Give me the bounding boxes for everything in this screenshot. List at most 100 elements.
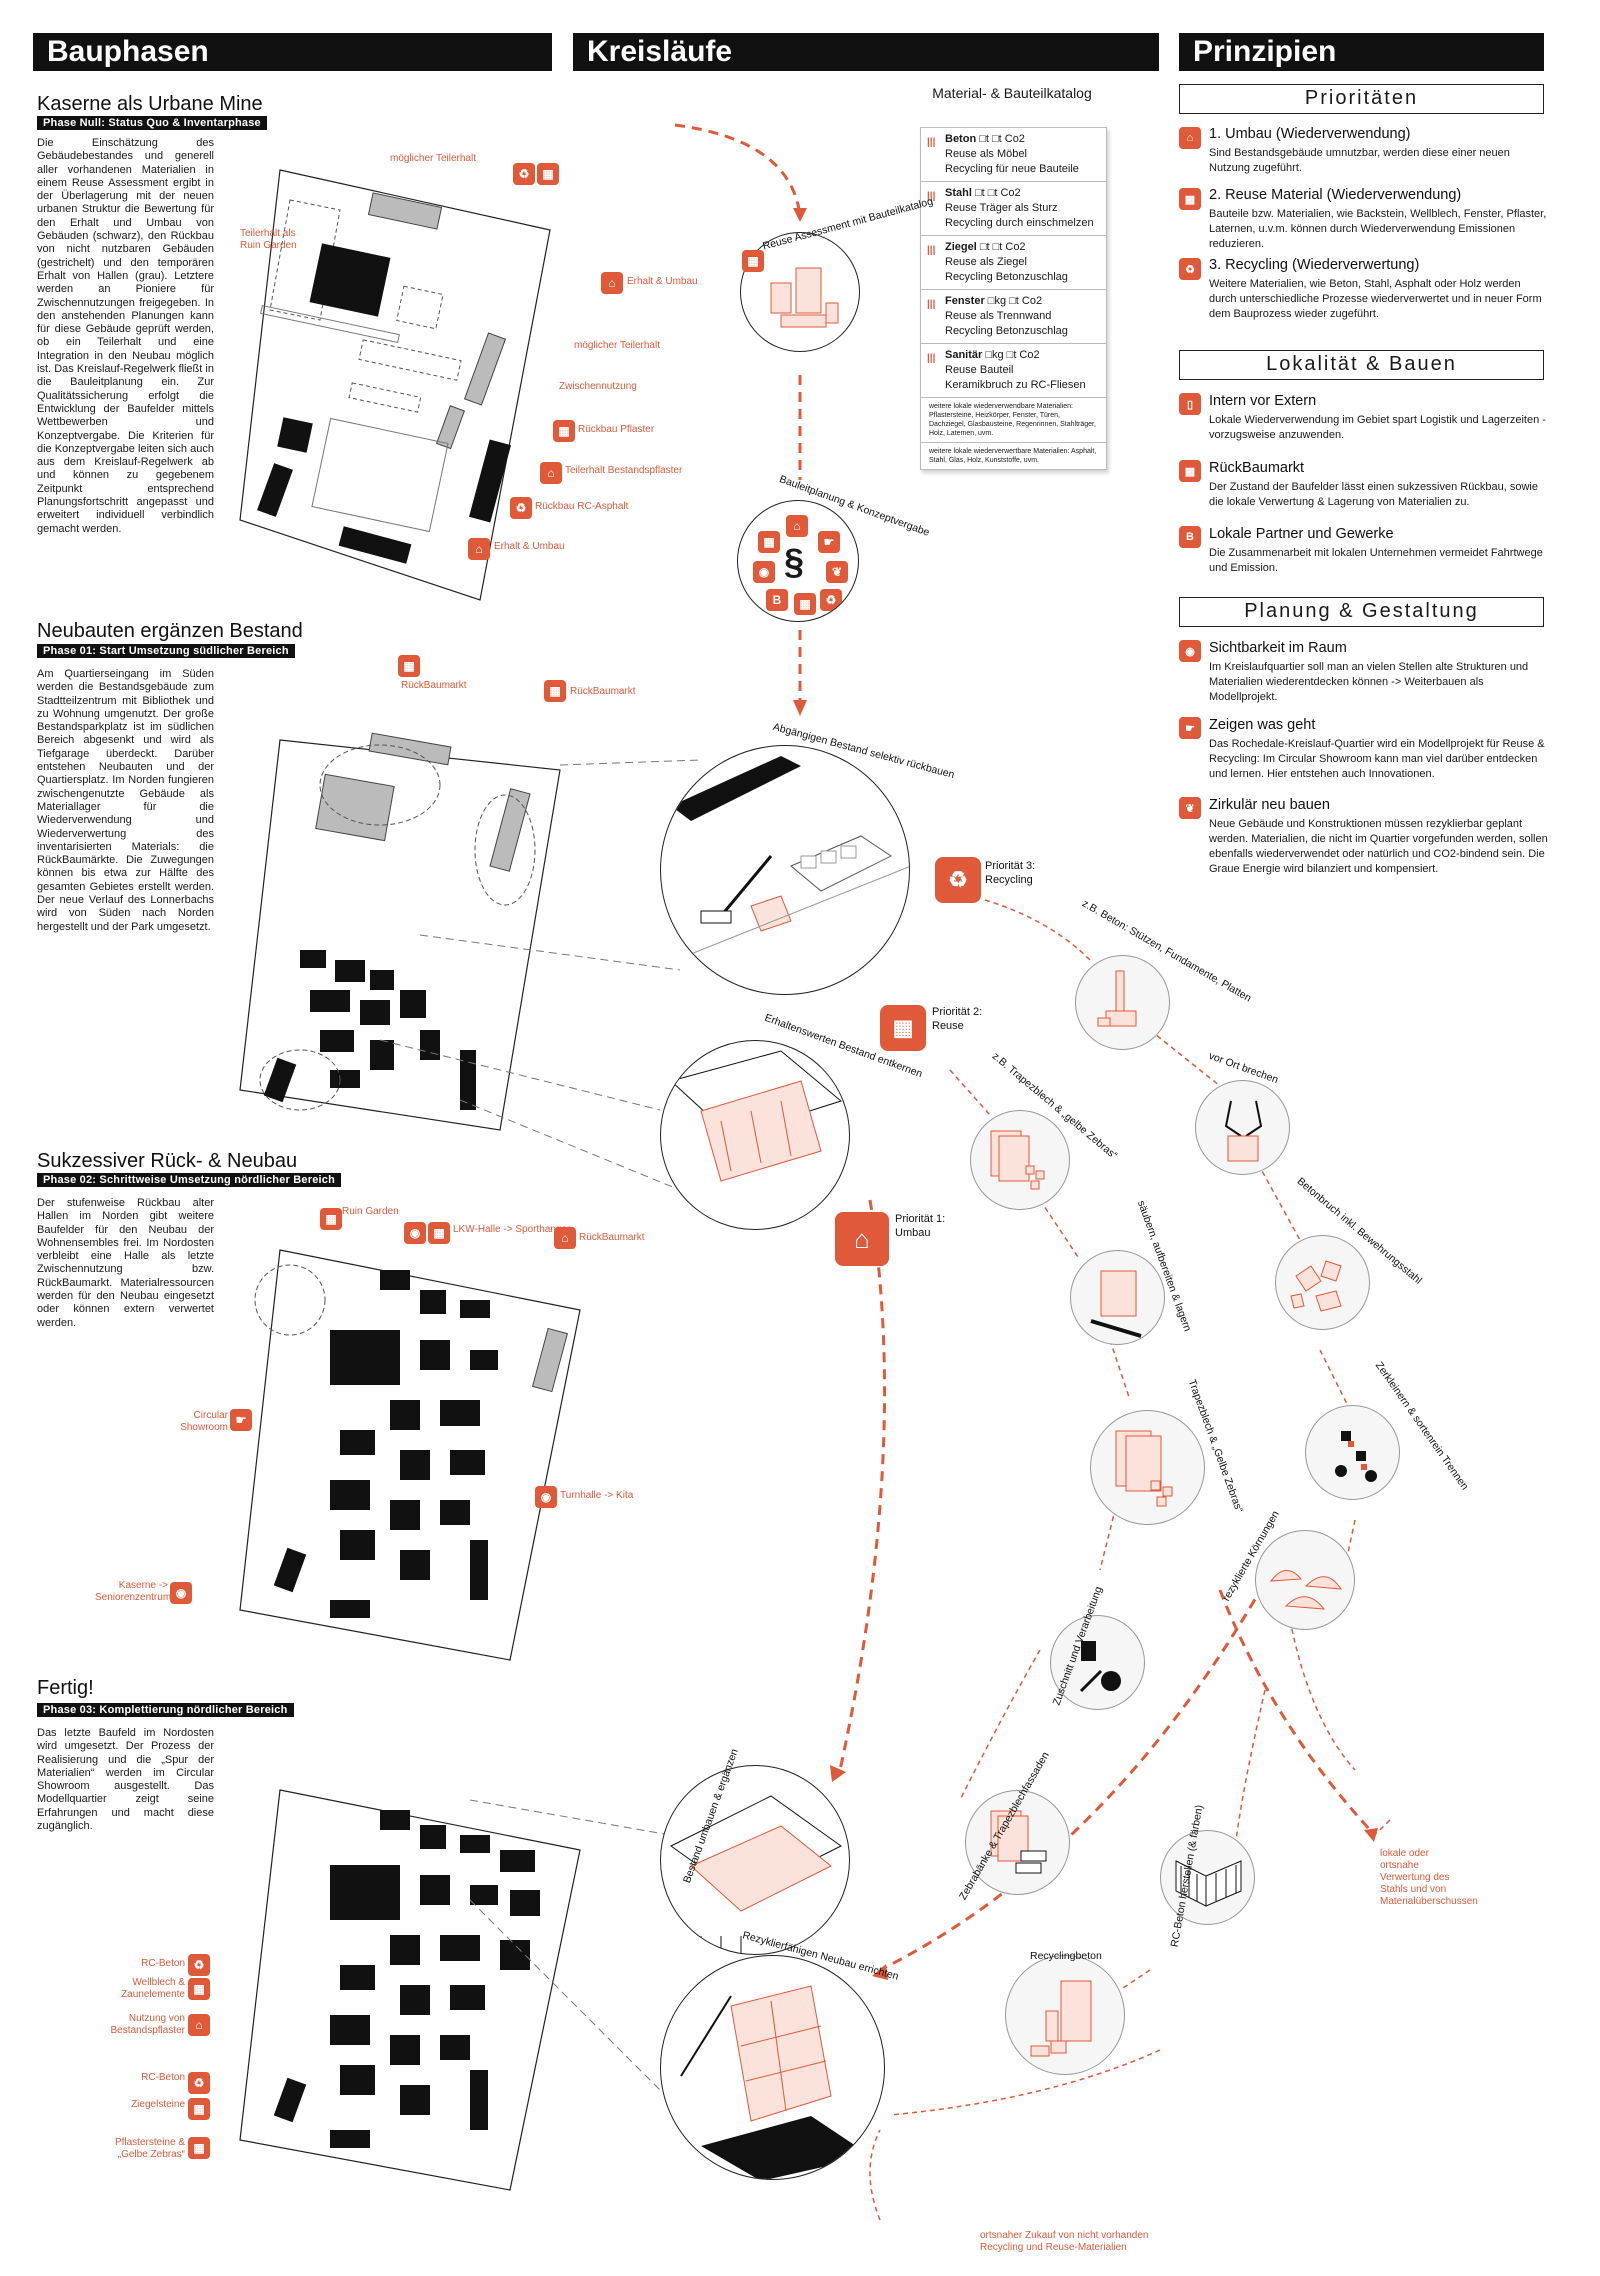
- phase3-tag: Phase 03: Komplettierung nördlicher Bere…: [37, 1703, 294, 1717]
- phase2-label-6: Kaserne -> Seniorenzentrum: [95, 1580, 172, 1603]
- principle-text: Der Zustand der Baufelder lässt einen su…: [1209, 481, 1538, 508]
- phase0-text: Die Einschätzung des Gebäudebestandes un…: [37, 137, 214, 535]
- phase0-label-1: möglicher Teilerhalt: [390, 153, 476, 164]
- building-icon: ▦: [1179, 188, 1201, 210]
- recycle-icon: ♻: [935, 857, 981, 903]
- site-plan-phase3: [239, 1789, 581, 2191]
- recycle-icon: ♻: [188, 1954, 210, 1976]
- principle-text: Weitere Materialien, wie Beton, Stahl, A…: [1209, 278, 1542, 320]
- eye-icon: ◉: [753, 561, 775, 583]
- building-icon: ▦: [398, 655, 420, 677]
- phase1-title: Neubauten ergänzen Bestand: [37, 620, 303, 642]
- principle-text: Sind Bestandsgebäude umnutzbar, werden d…: [1209, 147, 1510, 174]
- house-icon: ⌂: [188, 2014, 210, 2036]
- phase1-label-2: RückBaumarkt: [570, 686, 636, 697]
- step-recyclingbeton: [1005, 1955, 1125, 2075]
- hand-icon: ☛: [1179, 717, 1201, 739]
- principle-title: 3. Recycling (Wiederverwertung): [1209, 257, 1420, 273]
- phase3-label-1: RC-Beton: [141, 1958, 185, 1969]
- principle-text: Neue Gebäude und Konstruktionen müssen r…: [1209, 818, 1548, 875]
- bars-icon: |||: [927, 245, 936, 256]
- circle-bauleitplanung: § ▦ ⌂ ☛ ◉ ❦ B ▦ ♻: [737, 500, 859, 622]
- phase0-label-2: Teilerhalt als Ruin Garden: [240, 228, 297, 251]
- recycle-icon: ♻: [188, 2072, 210, 2094]
- building-icon: ▦: [320, 1208, 342, 1230]
- building-icon: ▦: [1179, 460, 1201, 482]
- building-icon: ▦: [880, 1005, 926, 1051]
- step-trapezblech-1: [970, 1110, 1070, 1210]
- eye-icon: ◉: [170, 1582, 192, 1604]
- phase3-label-6: Pflastersteine & „Gelbe Zebras“: [114, 2137, 185, 2160]
- column-header-kreislaeufe: Kreisläufe: [573, 33, 1159, 71]
- house-icon: ⌂: [601, 272, 623, 294]
- bi-icon: B: [1179, 526, 1201, 548]
- building-icon: ▦: [188, 2098, 210, 2120]
- phase0-title: Kaserne als Urbane Mine: [37, 93, 263, 115]
- leaf-icon: ❦: [826, 561, 848, 583]
- recycle-icon: ♻: [510, 497, 532, 519]
- building-icon: ▦: [742, 250, 764, 272]
- bars-icon: |||: [927, 191, 936, 202]
- phase2-label-1: Ruin Garden: [342, 1206, 399, 1217]
- phase3-label-5: Ziegelsteine: [131, 2099, 185, 2110]
- eye-icon: ◉: [404, 1222, 426, 1244]
- building-icon: ▦: [553, 420, 575, 442]
- building-icon: ▦: [758, 531, 780, 553]
- building-icon: ▦: [428, 1222, 450, 1244]
- step-verarbeitung: [1050, 1615, 1145, 1710]
- step-brechen: [1195, 1080, 1290, 1175]
- door-icon: ▯: [1179, 393, 1201, 415]
- phase3-title: Fertig!: [37, 1677, 94, 1699]
- step-zebrabaenke: [965, 1790, 1070, 1895]
- eye-icon: ◉: [1179, 640, 1201, 662]
- circle-umbauen: [660, 1765, 850, 1955]
- catalog-entry: ||| Stahl □t □t Co2 Reuse Träger als Stu…: [921, 182, 1106, 236]
- house-icon: ⌂: [835, 1212, 889, 1266]
- catalog-recycle-note: weitere lokale wiederverwertbare Materia…: [929, 448, 1097, 464]
- section-prioritaeten: Prioritäten: [1179, 84, 1544, 114]
- step-koernungen: [1255, 1530, 1355, 1630]
- principle-title: Lokale Partner und Gewerke: [1209, 526, 1394, 542]
- building-icon: ▦: [794, 593, 816, 615]
- priority2-title: Priorität 2:: [932, 1006, 983, 1018]
- principle-title: Zirkulär neu bauen: [1209, 797, 1330, 813]
- step-trapezblech-2: [1090, 1410, 1205, 1525]
- phase0-label-7: Teilerhalt Bestandspflaster: [565, 465, 683, 476]
- phase0-label-5: Zwischennutzung: [559, 381, 637, 392]
- note-steel: lokale oder ortsnahe Verwertung des Stah…: [1380, 1848, 1478, 1907]
- eye-icon: ◉: [535, 1486, 557, 1508]
- phase3-text: Das letzte Baufeld im Nordosten wird umg…: [37, 1727, 214, 1833]
- circle-rueckbau: [660, 745, 910, 995]
- column-header-bauphasen: Bauphasen: [33, 33, 552, 71]
- bars-icon: |||: [927, 137, 936, 148]
- phase0-label-4: möglicher Teilerhalt: [574, 340, 660, 351]
- leaf-icon: ❦: [1179, 797, 1201, 819]
- phase2-label-5: Turnhalle -> Kita: [560, 1490, 634, 1501]
- principle-title: Intern vor Extern: [1209, 393, 1317, 409]
- house-icon: ⌂: [468, 538, 490, 560]
- recycle-icon: ♻: [1179, 258, 1201, 280]
- building-icon: ▦: [537, 163, 559, 185]
- house-icon: ⌂: [1179, 127, 1201, 149]
- phase3-label-3: Nutzung von Bestandspflaster: [110, 2013, 186, 2036]
- catalog-reuse-note: weitere lokale wiederverwendbare Materia…: [921, 398, 1106, 443]
- step-rc-beton: [1160, 1830, 1255, 1925]
- section-lokalitaet: Lokalität & Bauen: [1179, 350, 1544, 380]
- phase0-label-8: Rückbau RC-Asphalt: [535, 501, 629, 512]
- house-icon: ⌂: [554, 1227, 576, 1249]
- principle-title: RückBaumarkt: [1209, 460, 1305, 476]
- phase0-label-9: Erhalt & Umbau: [494, 541, 565, 552]
- house-icon: ⌂: [786, 515, 808, 537]
- bars-icon: |||: [927, 353, 936, 364]
- paragraph-icon: §: [784, 541, 805, 582]
- phase0-label-3: Erhalt & Umbau: [627, 276, 698, 287]
- principle-text: Lokale Wiederverwendung im Gebiet spart …: [1209, 414, 1546, 441]
- phase2-label-2: LKW-Halle -> Sporthangar: [453, 1224, 571, 1235]
- principle-title: Zeigen was geht: [1209, 717, 1316, 733]
- step-label-recyclingbeton: Recyclingbeton: [1030, 1950, 1102, 1962]
- step-beton: [1075, 955, 1170, 1050]
- priority1-title: Priorität 1:: [895, 1213, 946, 1225]
